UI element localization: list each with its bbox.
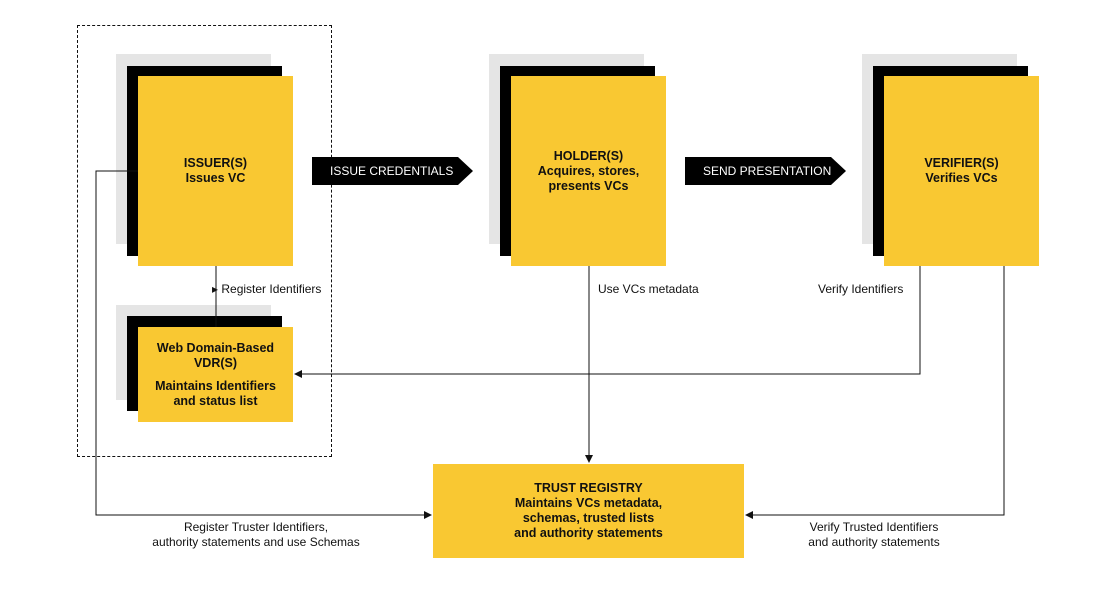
verify-trusted-connector <box>745 266 1005 519</box>
register-identifiers-label: ▸ Register Identifiers <box>212 282 322 296</box>
verify-identifiers-label: Verify Identifiers <box>818 282 904 296</box>
verifier-title: VERIFIER(S) <box>924 156 999 170</box>
use-vcs-metadata-label: Use VCs metadata <box>598 282 699 296</box>
issue-credentials-label: ISSUE CREDENTIALS <box>330 164 454 178</box>
issuer-group-boundary <box>77 25 332 457</box>
trust-registry-box[interactable]: TRUST REGISTRY Maintains VCs metadata, s… <box>433 464 744 558</box>
holder-box[interactable]: HOLDER(S) Acquires, stores, presents VCs <box>511 76 666 266</box>
send-presentation-arrow: SEND PRESENTATION <box>685 157 835 185</box>
vdr-line4: and status list <box>173 393 258 408</box>
trust-registry-title: TRUST REGISTRY <box>534 481 643 495</box>
send-presentation-label: SEND PRESENTATION <box>703 164 832 178</box>
trust-registry-line1: Maintains VCs metadata, <box>514 496 663 510</box>
issue-credentials-arrow: ISSUE CREDENTIALS <box>312 157 462 185</box>
issue-credentials-arrow-shape <box>312 157 473 185</box>
issuer-subtitle: Issues VC <box>185 171 246 185</box>
vdr-line3: Maintains Identifiers <box>155 378 276 393</box>
trust-registry-line3: and authority statements <box>514 526 663 540</box>
holder-line1: Acquires, stores, <box>537 163 640 178</box>
trust-registry-line2: schemas, trusted lists <box>522 511 655 525</box>
verifier-box[interactable]: VERIFIER(S) Verifies VCs <box>884 76 1039 266</box>
issuer-title: ISSUER(S) <box>183 156 248 170</box>
register-truster-label: Register Truster Identifiers, authority … <box>152 520 360 549</box>
send-presentation-arrow-shape <box>685 157 846 185</box>
vdr-line2: VDR(S) <box>193 355 238 370</box>
verify-identifiers-connector <box>294 266 921 378</box>
holder-line2: presents VCs <box>548 178 629 193</box>
vdr-line1: Web Domain-Based <box>156 340 275 355</box>
issuer-box[interactable]: ISSUER(S) Issues VC <box>138 76 293 266</box>
verify-trusted-label: Verify Trusted Identifiers and authority… <box>808 520 940 549</box>
register-truster-connector <box>95 170 432 519</box>
vdr-box[interactable]: Web Domain-Based VDR(S) Maintains Identi… <box>138 327 293 422</box>
holder-title: HOLDER(S) <box>553 148 624 163</box>
verifier-subtitle: Verifies VCs <box>925 171 998 185</box>
